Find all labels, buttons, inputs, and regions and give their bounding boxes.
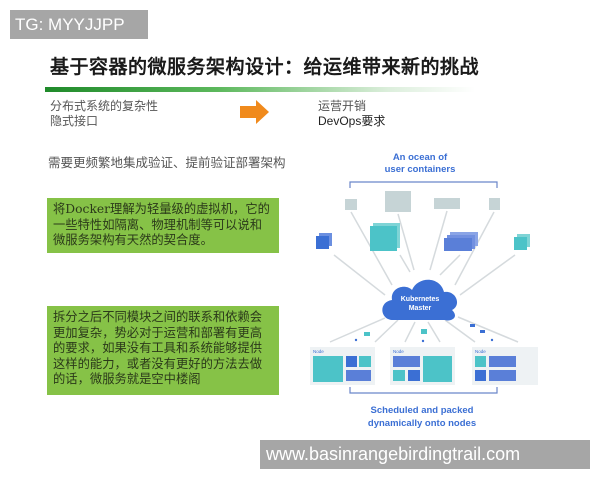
top-label-line1: An ocean of (393, 152, 448, 163)
top-bracket (349, 181, 498, 188)
kubernetes-master-cloud: Kubernetes Master (382, 279, 458, 321)
consequence-line: DevOps要求 (318, 114, 386, 128)
master-label-line1: Kubernetes (401, 296, 440, 303)
node-3: Node (472, 347, 538, 385)
master-label-line2: Master (409, 305, 432, 312)
consequence-line: 运营开销 (318, 99, 367, 113)
node-label: Node (475, 349, 486, 354)
challenge-line: 分布式系统的复杂性 (50, 99, 159, 113)
node-label: Node (313, 349, 324, 354)
user-containers (316, 191, 530, 251)
title-divider (45, 87, 475, 92)
kubernetes-diagram: An ocean of user containers Kubernetes M… (310, 152, 538, 429)
arrow-right-icon (240, 100, 269, 124)
bottom-label-line2: dynamically onto nodes (368, 418, 476, 429)
slide-title: 基于容器的微服务架构设计：给运维带来新的挑战 (50, 56, 480, 78)
top-label-line2: user containers (385, 164, 456, 175)
in-flight-pods (354, 324, 494, 343)
docker-note-box: 将Docker理解为轻量级的虚拟机，它的一些特性如隔离、物理机制等可以说和微服务… (47, 198, 279, 253)
node-1: Node (310, 347, 375, 385)
bottom-bracket (349, 387, 498, 394)
challenge-line: 隐式接口 (50, 114, 99, 128)
node-2: Node (390, 347, 455, 385)
bottom-label-line1: Scheduled and packed (371, 405, 474, 416)
consequences-list: 运营开销 DevOps要求 (318, 99, 385, 129)
watermark-top: TG: MYYJJPP (10, 10, 148, 39)
need-line: 需要更频繁地集成验证、提前验证部署架构 (48, 155, 286, 170)
node-label: Node (393, 349, 404, 354)
arrows (329, 210, 519, 343)
challenges-list: 分布式系统的复杂性 隐式接口 (50, 99, 158, 129)
watermark-bottom: www.basinrangebirdingtrail.com (260, 440, 590, 469)
complexity-note-box: 拆分之后不同模块之间的联系和依赖会更加复杂，势必对于运营和部署有更高的要求，如果… (47, 306, 279, 395)
